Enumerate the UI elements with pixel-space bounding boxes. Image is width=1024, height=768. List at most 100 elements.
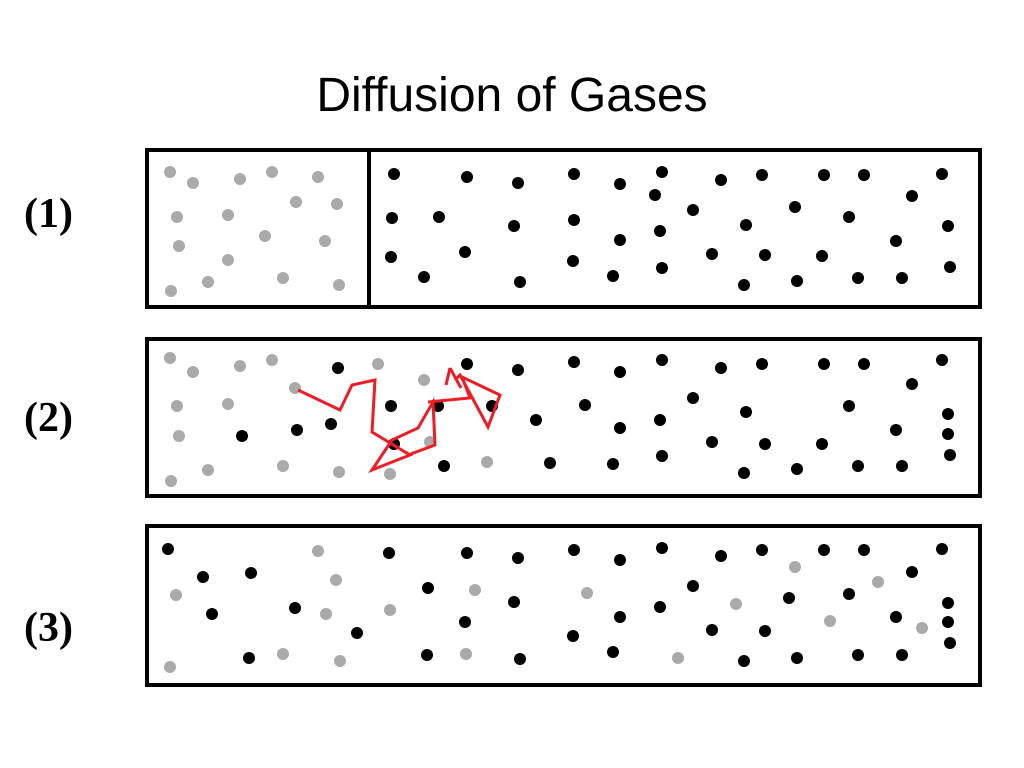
gas-b-particle bbox=[740, 406, 752, 418]
gas-a-particle bbox=[234, 173, 246, 185]
gas-b-particle bbox=[508, 596, 520, 608]
gas-b-particle bbox=[654, 601, 666, 613]
gas-b-particle bbox=[461, 358, 473, 370]
gas-b-particle bbox=[756, 169, 768, 181]
gas-b-particle bbox=[843, 588, 855, 600]
gas-b-particle bbox=[791, 652, 803, 664]
gas-b-particle bbox=[656, 542, 668, 554]
gas-a-particle bbox=[259, 230, 271, 242]
gas-a-particle bbox=[581, 587, 593, 599]
gas-a-particle bbox=[290, 196, 302, 208]
gas-b-particle bbox=[818, 358, 830, 370]
gas-b-particle bbox=[568, 168, 580, 180]
gas-b-particle bbox=[567, 630, 579, 642]
gas-b-particle bbox=[607, 646, 619, 658]
gas-b-particle bbox=[942, 597, 954, 609]
gas-a-particle bbox=[789, 561, 801, 573]
gas-b-particle bbox=[756, 544, 768, 556]
gas-a-particle bbox=[222, 398, 234, 410]
panel-3-gas-b-particles bbox=[162, 542, 956, 667]
gas-b-particle bbox=[906, 190, 918, 202]
gas-a-particle bbox=[173, 430, 185, 442]
gas-a-particle bbox=[418, 374, 430, 386]
gas-a-particle bbox=[171, 400, 183, 412]
gas-b-particle bbox=[687, 204, 699, 216]
gas-b-particle bbox=[512, 364, 524, 376]
gas-b-particle bbox=[791, 463, 803, 475]
gas-b-particle bbox=[818, 544, 830, 556]
gas-b-particle bbox=[568, 544, 580, 556]
gas-b-particle bbox=[289, 602, 301, 614]
gas-a-particle bbox=[320, 608, 332, 620]
gas-b-particle bbox=[852, 460, 864, 472]
gas-b-particle bbox=[687, 580, 699, 592]
gas-b-particle bbox=[383, 547, 395, 559]
gas-b-particle bbox=[649, 189, 661, 201]
gas-b-particle bbox=[332, 362, 344, 374]
gas-b-particle bbox=[433, 211, 445, 223]
panel-2-gas-a-particles bbox=[164, 352, 493, 487]
gas-b-particle bbox=[614, 366, 626, 378]
gas-a-particle bbox=[222, 254, 234, 266]
gas-b-particle bbox=[385, 251, 397, 263]
slide-title: Diffusion of Gases bbox=[316, 69, 708, 122]
gas-b-particle bbox=[325, 418, 337, 430]
gas-b-particle bbox=[206, 608, 218, 620]
gas-b-particle bbox=[461, 171, 473, 183]
gas-b-particle bbox=[291, 424, 303, 436]
gas-b-particle bbox=[656, 354, 668, 366]
gas-a-particle bbox=[730, 598, 742, 610]
gas-b-particle bbox=[614, 611, 626, 623]
gas-b-particle bbox=[715, 362, 727, 374]
gas-b-particle bbox=[388, 168, 400, 180]
gas-a-particle bbox=[165, 285, 177, 297]
gas-a-particle bbox=[481, 456, 493, 468]
gas-b-particle bbox=[715, 174, 727, 186]
gas-b-particle bbox=[706, 248, 718, 260]
gas-b-particle bbox=[816, 438, 828, 450]
gas-b-particle bbox=[896, 649, 908, 661]
gas-b-particle bbox=[783, 592, 795, 604]
gas-b-particle bbox=[654, 414, 666, 426]
gas-b-particle bbox=[656, 166, 668, 178]
gas-a-particle bbox=[872, 576, 884, 588]
gas-b-particle bbox=[852, 272, 864, 284]
gas-b-particle bbox=[906, 566, 918, 578]
gas-b-particle bbox=[759, 438, 771, 450]
gas-b-particle bbox=[421, 649, 433, 661]
panel-1-gas-b-particles bbox=[385, 166, 956, 291]
gas-b-particle bbox=[789, 201, 801, 213]
random-walk-path-1 bbox=[297, 378, 437, 474]
gas-a-particle bbox=[187, 177, 199, 189]
gas-a-particle bbox=[672, 652, 684, 664]
panel-3 bbox=[145, 524, 982, 687]
gas-a-particle bbox=[277, 648, 289, 660]
gas-a-particle bbox=[170, 589, 182, 601]
gas-b-particle bbox=[858, 169, 870, 181]
gas-b-particle bbox=[858, 358, 870, 370]
gas-b-particle bbox=[544, 457, 556, 469]
gas-b-particle bbox=[738, 655, 750, 667]
gas-a-particle bbox=[319, 235, 331, 247]
panel-3-box bbox=[145, 524, 982, 687]
gas-b-particle bbox=[740, 219, 752, 231]
gas-b-particle bbox=[858, 544, 870, 556]
panel-3-gas-a-particles bbox=[164, 545, 928, 673]
gas-b-particle bbox=[236, 430, 248, 442]
gas-b-particle bbox=[890, 424, 902, 436]
gas-a-particle bbox=[173, 240, 185, 252]
gas-b-particle bbox=[568, 214, 580, 226]
gas-b-particle bbox=[852, 649, 864, 661]
panel-label-2: (2) bbox=[24, 395, 73, 441]
gas-b-particle bbox=[715, 550, 727, 562]
gas-b-particle bbox=[530, 414, 542, 426]
gas-b-particle bbox=[706, 436, 718, 448]
gas-b-particle bbox=[461, 547, 473, 559]
gas-b-particle bbox=[906, 378, 918, 390]
gas-a-particle bbox=[824, 615, 836, 627]
gas-b-particle bbox=[936, 354, 948, 366]
gas-a-particle bbox=[312, 545, 324, 557]
gas-b-particle bbox=[936, 168, 948, 180]
gas-b-particle bbox=[706, 624, 718, 636]
gas-a-particle bbox=[330, 574, 342, 586]
